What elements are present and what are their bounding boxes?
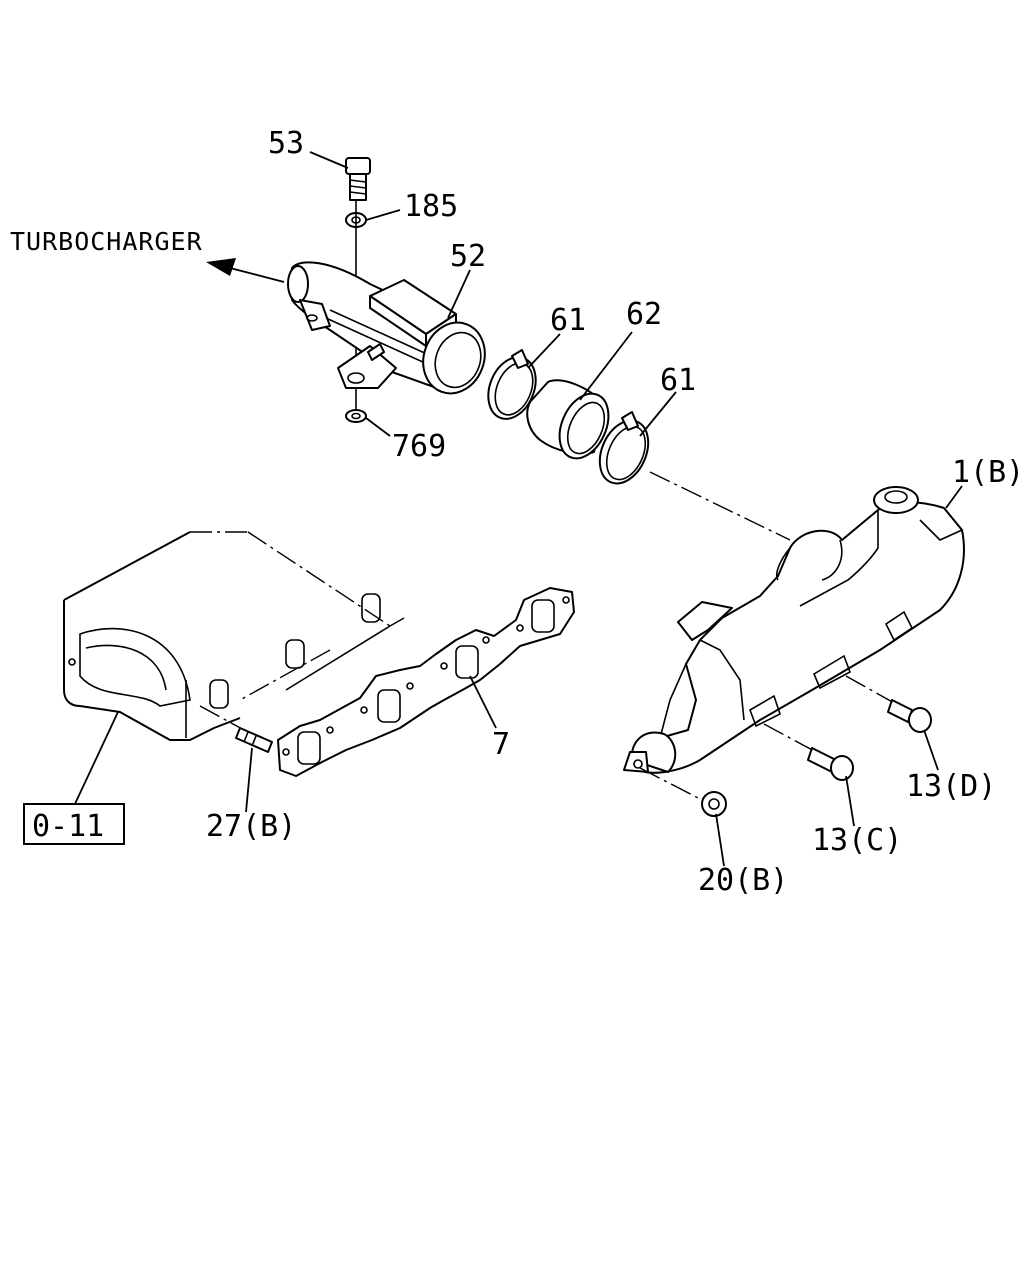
part-7-gasket xyxy=(277,587,575,777)
part-769-washer xyxy=(345,409,367,423)
callout-1b: 1(B) xyxy=(952,455,1024,490)
callout-7: 7 xyxy=(492,727,510,762)
part-27b-stud xyxy=(199,705,273,753)
callout-185: 185 xyxy=(404,189,458,224)
part-13c-bolt xyxy=(763,723,854,781)
turbocharger-direction-arrow xyxy=(206,258,285,283)
reference-box: 0-11 xyxy=(23,803,125,845)
callout-62: 62 xyxy=(626,297,662,332)
part-1b-exhaust-manifold xyxy=(623,486,965,774)
callout-13c: 13(C) xyxy=(812,823,902,858)
callout-20b: 20(B) xyxy=(698,863,788,898)
assembly-centerline xyxy=(649,471,791,541)
callout-27b: 27(B) xyxy=(206,809,296,844)
part-13d-bolt xyxy=(845,675,932,733)
callout-13d: 13(D) xyxy=(906,769,996,804)
part-61-clamp-second xyxy=(598,411,650,485)
part-20b-nut xyxy=(639,767,727,817)
callout-53: 53 xyxy=(268,126,304,161)
callout-52: 52 xyxy=(450,239,486,274)
callout-769: 769 xyxy=(392,429,446,464)
turbocharger-label: TURBOCHARGER xyxy=(10,227,203,256)
part-53-bolt xyxy=(345,157,371,201)
part-61-clamp-first xyxy=(487,349,537,420)
part-62-hose xyxy=(526,379,610,460)
callout-61-second: 61 xyxy=(660,363,696,398)
callout-61-first: 61 xyxy=(550,303,586,338)
part-52-pipe-assembly xyxy=(287,261,486,395)
reference-box-label: 0-11 xyxy=(32,809,104,844)
cylinder-head xyxy=(63,531,405,741)
